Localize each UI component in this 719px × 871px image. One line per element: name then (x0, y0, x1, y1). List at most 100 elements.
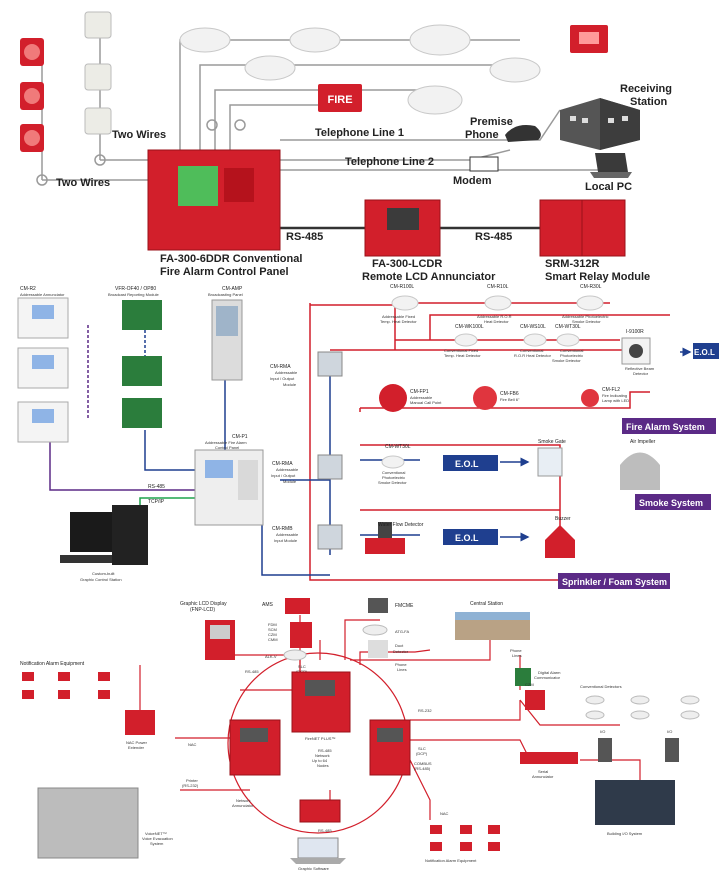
dialer-label-2: Communicator (534, 675, 561, 680)
building-io-icon (595, 780, 675, 825)
smoke-system-tag (635, 494, 711, 510)
lcd-annunciator (364, 199, 441, 257)
atg-icon (362, 624, 388, 636)
telephone-line-2-label: Telephone Line 2 (345, 156, 434, 168)
io-module-icon (317, 351, 343, 550)
circuit-board-icon (122, 300, 162, 428)
network-wiring (139, 615, 641, 834)
lcd-label-1: FA-300-LCDR (372, 258, 442, 270)
horn-icon (84, 11, 112, 135)
fb6-label-1: CM-FB6 (500, 391, 519, 397)
slc-label-1: SLC (298, 664, 306, 669)
rma1-label-1: CM-RMA (270, 364, 291, 370)
eol-label-1: E.O.L (694, 348, 715, 357)
duct-label-1: Duct (395, 643, 404, 648)
i9100r-label: I-9100R (626, 329, 644, 335)
dialer-icon (515, 668, 531, 686)
r30l-label-2: Addressable Photoelectric (562, 314, 608, 319)
computer-icon (60, 505, 148, 565)
notification-device-icon-bottom (430, 825, 500, 851)
rs485-label-a: RS-485 (286, 231, 323, 243)
wt30l-b-label-4: Smoke Detector (378, 480, 407, 485)
graphic-software-label: Graphic Software (298, 866, 330, 871)
annunciator-icon (17, 297, 69, 443)
phone-lines-label-1: Phone (395, 662, 407, 667)
network-panel-icon (229, 671, 411, 823)
receiving-station-label-1: Receiving (620, 83, 672, 95)
serial-ann-label-2: Annunciator (532, 774, 554, 779)
rmb-label-3: Input Module (274, 538, 298, 543)
dialer-label-1: Digital Alarm (538, 670, 561, 675)
atg-fa-label: ATG-FA (395, 629, 409, 634)
conventional-panel (147, 149, 281, 251)
srm-label-1: SRM-312R (545, 258, 599, 270)
two-wires-label-2: Two Wires (56, 177, 110, 189)
cm-p1-label-2: Addressable Fire Alarm (205, 440, 247, 445)
fire-system-tag (622, 418, 716, 434)
central-station-label: Central Station (470, 601, 503, 607)
r30l-label-3: Smoke Detector (572, 319, 601, 324)
notification-device-icon (22, 672, 110, 699)
czm-label: CZM (268, 632, 277, 637)
air-impeller-icon (620, 452, 660, 490)
receiving-station-label-2: Station (630, 96, 668, 108)
r10l-label-2: Addressable R.O.R (477, 314, 512, 319)
fl2-label-3: Lamp with LED (602, 398, 629, 403)
station-label-1: Custom-built (92, 571, 115, 576)
smoke-system-label: Smoke System (639, 498, 703, 508)
ams-label: AMS (262, 602, 274, 608)
wt30l-label-4: Smoke Detector (552, 358, 581, 363)
vfr-label-2: Broadcast Reporting Module (108, 292, 159, 297)
laptop-icon (590, 153, 632, 178)
rma1-label-4: Module (283, 382, 297, 387)
cm-amp-label-1: CM-AMP (222, 286, 243, 292)
fp1-label-2: Addressable (410, 395, 433, 400)
r100l-label-2: Addressable Fixed (382, 314, 415, 319)
graphic-software-laptop-icon (290, 837, 346, 864)
eol-box-1 (693, 343, 719, 359)
fp1-label-1: CM-FP1 (410, 389, 429, 395)
czm-icon (525, 690, 545, 710)
duct-label-2: Detector (393, 649, 409, 654)
cmm-label: CMM (268, 637, 278, 642)
phone-lines-r-label-1: Phone (510, 648, 522, 653)
addressable-section: CM-R2 Addressable Annunciator VFR-OF40 /… (17, 284, 719, 589)
beam-label-2: Detector (633, 371, 649, 376)
building-io-label: Building I/O System (607, 831, 643, 836)
buzzer-label: Buzzer (555, 516, 571, 522)
smoke-gate-icon (537, 447, 563, 477)
ring-label-1: RS-485 (318, 748, 332, 753)
broadcasting-panel-icon (211, 299, 243, 381)
smoke-detector-icon (179, 24, 541, 115)
fl2-label-1: CM-FL2 (602, 387, 620, 393)
voicenet-label-1: VoiceNET™ (145, 831, 167, 836)
cm-r2-label-1: CM-R2 (20, 286, 36, 292)
voicenet-icon (37, 787, 139, 859)
r10l-label-1: CM-R10L (487, 284, 509, 290)
serial-annunciator-icon (520, 752, 578, 764)
network-section: Graphic LCD Display (FNP-LCD) AMS FMCME … (20, 598, 700, 871)
duct-detector-icon (368, 640, 388, 658)
printer-label-1: Printer (186, 778, 198, 783)
beam-label-1: Reflective Beam (625, 366, 655, 371)
sprinkler-label: Sprinkler / Foam System (562, 577, 667, 587)
nac-left-label: NAC (188, 742, 197, 747)
water-flow-label: Water Flow Detector (378, 522, 424, 528)
strobe-icon (20, 38, 44, 152)
phone-lines-label-2: Lines (397, 667, 407, 672)
manual-pull-station-icon (570, 25, 608, 53)
smart-relay-module (539, 199, 626, 257)
fmcme-label: FMCME (395, 603, 414, 609)
alk-v-label: ALK-V (265, 654, 277, 659)
detector-icon-b (283, 649, 307, 661)
lcd-label-2: Remote LCD Annunciator (362, 271, 496, 283)
central-station-icon (455, 612, 530, 640)
fb6-label-2: Fire Bell 6" (500, 397, 520, 402)
graphic-lcd-label-2: (FNP-LCD) (190, 607, 215, 613)
voicenet-label-3: System (150, 841, 164, 846)
io-module-red-icon (290, 622, 312, 648)
notif-bottom-label: Notification Alarm Equipment (425, 858, 477, 863)
panel-label-2: Fire Alarm Control Panel (160, 266, 289, 278)
graphic-lcd-icon (205, 620, 235, 660)
conv-detector-icon (585, 695, 700, 720)
